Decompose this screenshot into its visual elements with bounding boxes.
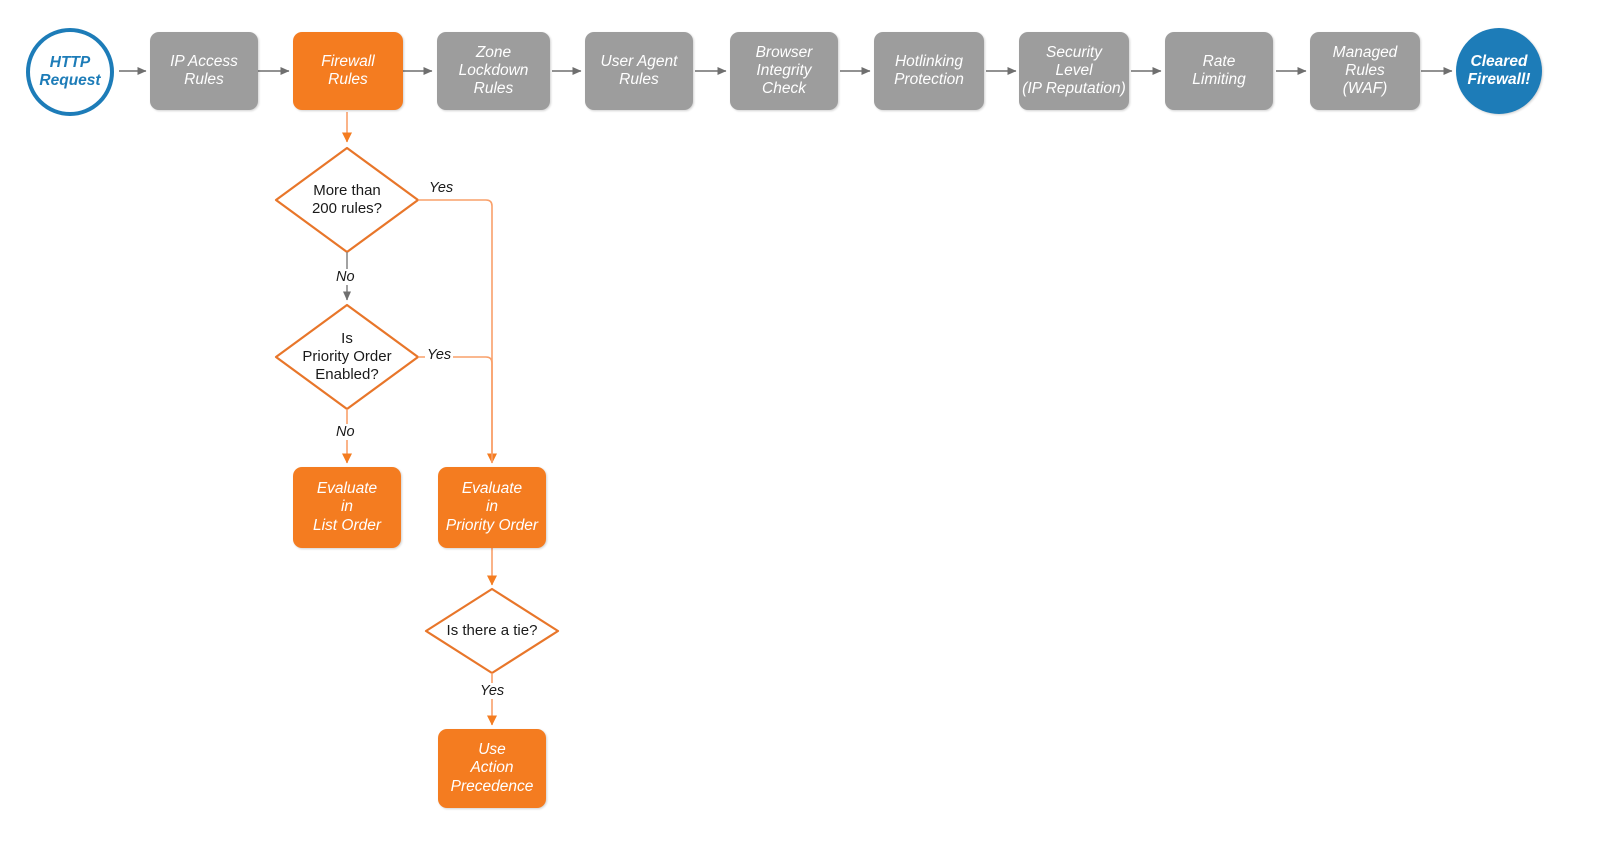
node-use-action-precedence[interactable]: Use Action Precedence	[438, 729, 546, 808]
edge-more-than-200-yes	[418, 199, 497, 464]
node-decision-is-there-a-tie[interactable]: Is there a tie?	[446, 622, 538, 640]
edge-label-tie-yes: Yes	[478, 683, 507, 699]
node-cleared-firewall[interactable]: Cleared Firewall!	[1456, 28, 1542, 114]
node-rate-limiting[interactable]: Rate Limiting	[1165, 32, 1273, 110]
node-evaluate-in-priority-order[interactable]: Evaluate in Priority Order	[438, 467, 546, 548]
node-hotlinking-protection[interactable]: Hotlinking Protection	[874, 32, 984, 110]
edge-label-priority-order-no: No	[334, 424, 357, 440]
node-http-request[interactable]: HTTP Request	[26, 28, 114, 116]
node-user-agent-rules[interactable]: User Agent Rules	[585, 32, 693, 110]
node-managed-rules-waf[interactable]: Managed Rules (WAF)	[1310, 32, 1420, 110]
node-firewall-rules[interactable]: Firewall Rules	[293, 32, 403, 110]
node-decision-more-than-200-rules[interactable]: More than 200 rules?	[311, 182, 383, 217]
node-zone-lockdown-rules[interactable]: Zone Lockdown Rules	[437, 32, 550, 110]
edge-label-more-than-200-yes: Yes	[427, 180, 456, 196]
node-ip-access-rules[interactable]: IP Access Rules	[150, 32, 258, 110]
node-browser-integrity-check[interactable]: Browser Integrity Check	[730, 32, 838, 110]
edge-label-priority-order-yes: Yes	[425, 347, 454, 363]
node-decision-is-priority-order-enabled[interactable]: Is Priority Order Enabled?	[302, 330, 392, 383]
edge-priority-order-yes	[418, 356, 493, 463]
node-evaluate-in-list-order[interactable]: Evaluate in List Order	[293, 467, 401, 548]
edge-label-more-than-200-no: No	[334, 269, 357, 285]
node-security-level[interactable]: Security Level (IP Reputation)	[1019, 32, 1129, 110]
